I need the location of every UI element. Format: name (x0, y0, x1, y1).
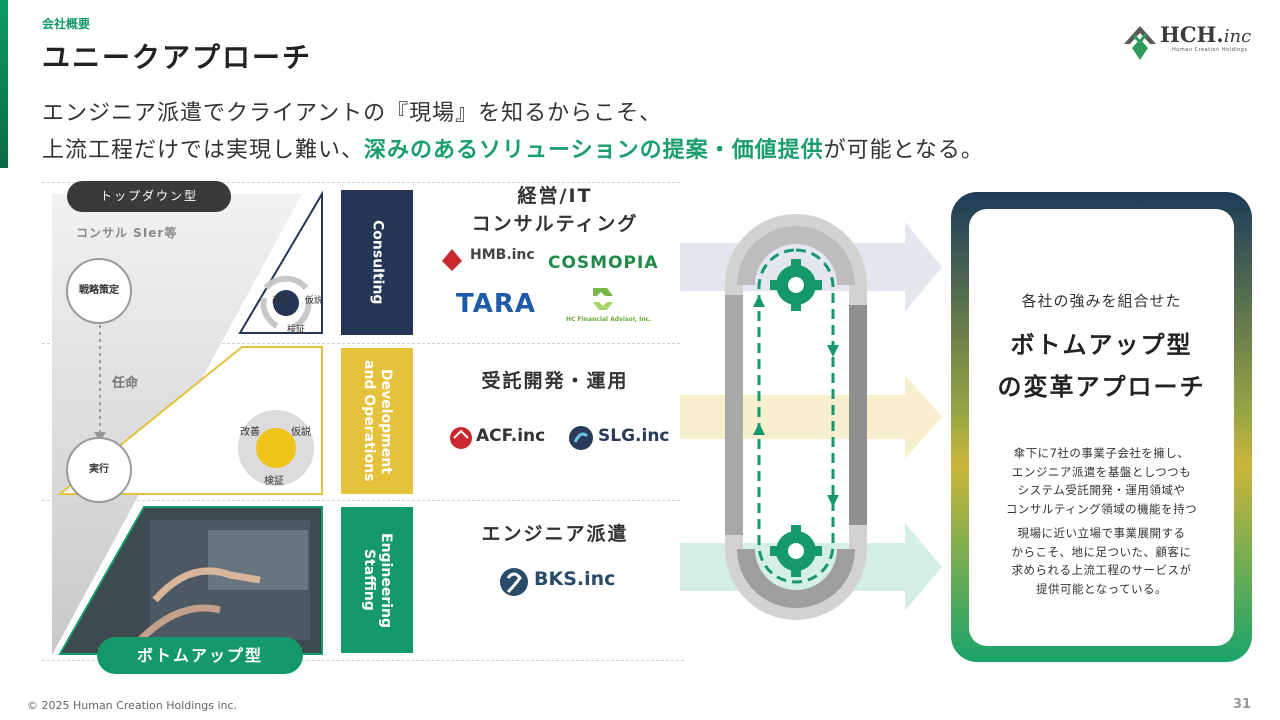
company-tara: TARA (456, 289, 536, 319)
consulting-title: 経営/IT コンサルティング (471, 185, 639, 235)
page-number: 31 (1233, 697, 1252, 712)
gear-icon (770, 525, 822, 577)
consulting-band: Consulting (341, 190, 413, 335)
company-bks: BKS.inc (534, 568, 616, 590)
page-title: ユニークアプローチ (42, 41, 313, 74)
hmb-logo-icon (442, 249, 462, 271)
consulting-triangle (238, 190, 323, 334)
logo-subtitle: Human Creation Holdings (1172, 47, 1248, 53)
logo-wordmark: HCH.inc (1160, 22, 1252, 47)
company-cosmopia: COSMOPIA (548, 253, 659, 273)
cycle-label: 検証 (264, 476, 284, 487)
eng-title: エンジニア派遣 (481, 523, 629, 545)
result-subtitle: 各社の強みを組合せた (1021, 292, 1182, 310)
acf-logo-icon (450, 427, 472, 449)
cycle-label: 改善 (272, 296, 291, 306)
lead-line-1: エンジニア派遣でクライアントの『現場』を知るからこそ、 (42, 101, 663, 126)
divider (42, 343, 680, 344)
company-hmb: HMB.inc (470, 247, 535, 263)
cycle-label: 検証 (287, 325, 306, 335)
company-acf: ACF.inc (476, 426, 546, 446)
arrow-right-icon (680, 375, 942, 459)
company-hcf: HC Financial Advisor, Inc. (566, 316, 652, 323)
result-title: ボトムアップ型 の変革アプローチ (997, 331, 1206, 401)
lead-line-2: 上流工程だけでは実現し難い、深みのあるソリューションの提案・価値提供が可能となる… (42, 138, 984, 163)
cycle-label: 仮説 (291, 427, 311, 438)
topdown-pill: トップダウン型 (67, 181, 231, 212)
section-label: 会社概要 (42, 17, 91, 31)
hch-logo-icon (1124, 26, 1156, 60)
cycle-label: 改善 (240, 427, 260, 438)
appoint-label: 任命 (112, 376, 139, 391)
company-slg: SLG.inc (598, 426, 670, 446)
cycle-label: 仮説 (305, 296, 324, 306)
consulting-cycle-icon (273, 290, 299, 316)
result-box (969, 209, 1234, 646)
divider (42, 500, 680, 501)
execute-circle: 実行 (66, 437, 132, 503)
accent-bar (0, 0, 8, 168)
strategy-circle: 戦略策定 (66, 258, 132, 324)
slg-logo-icon (569, 426, 593, 450)
result-body-1: 傘下に7社の事業子会社を擁し、 エンジニア派遣を基盤としつつも システム受託開発… (1005, 446, 1198, 516)
result-body-2: 現場に近い立場で事業展開する からこそ、地に足ついた、顧客に 求められる上流工程… (1011, 526, 1192, 596)
divider (42, 182, 680, 183)
dev-title: 受託開発・運用 (481, 370, 629, 392)
copyright: © 2025 Human Creation Holdings inc. (27, 699, 238, 712)
gear-icon (770, 259, 822, 311)
bottomup-pill: ボトムアップ型 (97, 637, 303, 674)
lead-text: エンジニア派遣でクライアントの『現場』を知るからこそ、 上流工程だけでは実現し難… (42, 95, 984, 169)
bks-logo-icon (500, 568, 528, 596)
lead-highlight: 深みのあるソリューションの提案・価値提供 (364, 138, 824, 163)
flow-graphic (680, 214, 942, 620)
consul-label: コンサル SIer等 (76, 226, 178, 240)
hcf-logo-icon (593, 288, 613, 310)
divider (42, 660, 684, 661)
